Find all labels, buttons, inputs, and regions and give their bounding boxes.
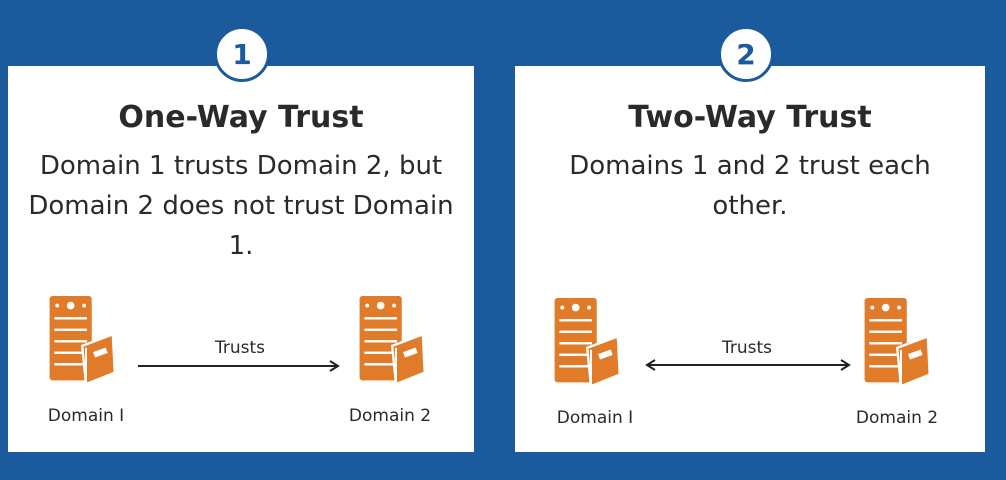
panel-description: Domain 1 trusts Domain 2, but Domain 2 d…: [28, 151, 454, 261]
server-book-icon: [863, 298, 931, 388]
domain-label-right: Domain 2: [348, 406, 432, 426]
panel-title: One-Way Trust: [118, 100, 364, 135]
step-badge-1: 1: [214, 26, 270, 82]
one-way-trust-panel: One-Way Trust Domain 1 trusts Domain 2, …: [8, 66, 474, 452]
right-arrow-icon: [138, 360, 340, 372]
arrow-label: Trusts: [214, 338, 266, 358]
panel-description: Domains 1 and 2 trust each other.: [569, 151, 931, 221]
arrow-label: Trusts: [721, 338, 773, 358]
domain-label-left: Domain I: [556, 408, 634, 428]
domain-label-right: Domain 2: [855, 408, 939, 428]
bidirectional-arrow-icon: [645, 359, 851, 371]
domain-label-left: Domain I: [47, 406, 125, 426]
panel-title: Two-Way Trust: [628, 100, 872, 135]
two-way-trust-panel: Two-Way Trust Domains 1 and 2 trust each…: [515, 66, 985, 452]
server-book-icon: [358, 296, 426, 386]
server-book-icon: [48, 296, 116, 386]
step-badge-2: 2: [718, 26, 774, 82]
server-book-icon: [553, 298, 621, 388]
